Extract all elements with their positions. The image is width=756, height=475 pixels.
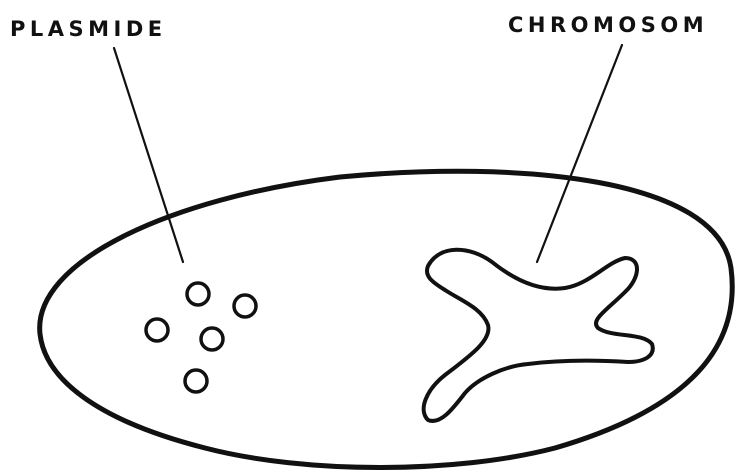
plasmide-leader-line xyxy=(114,48,183,262)
plasmide-label: PLASMIDE xyxy=(10,17,167,41)
plasmid-group xyxy=(146,283,256,392)
chromosome-shape xyxy=(424,250,653,421)
plasmid-circle xyxy=(187,283,209,305)
plasmid-circle xyxy=(146,319,168,341)
cell-membrane xyxy=(40,171,733,467)
plasmid-circle xyxy=(234,295,256,317)
plasmid-circle xyxy=(201,328,223,350)
chromosom-label: CHROMOSOM xyxy=(508,13,708,37)
chromosom-leader-line xyxy=(537,45,622,262)
plasmid-circle xyxy=(185,370,207,392)
